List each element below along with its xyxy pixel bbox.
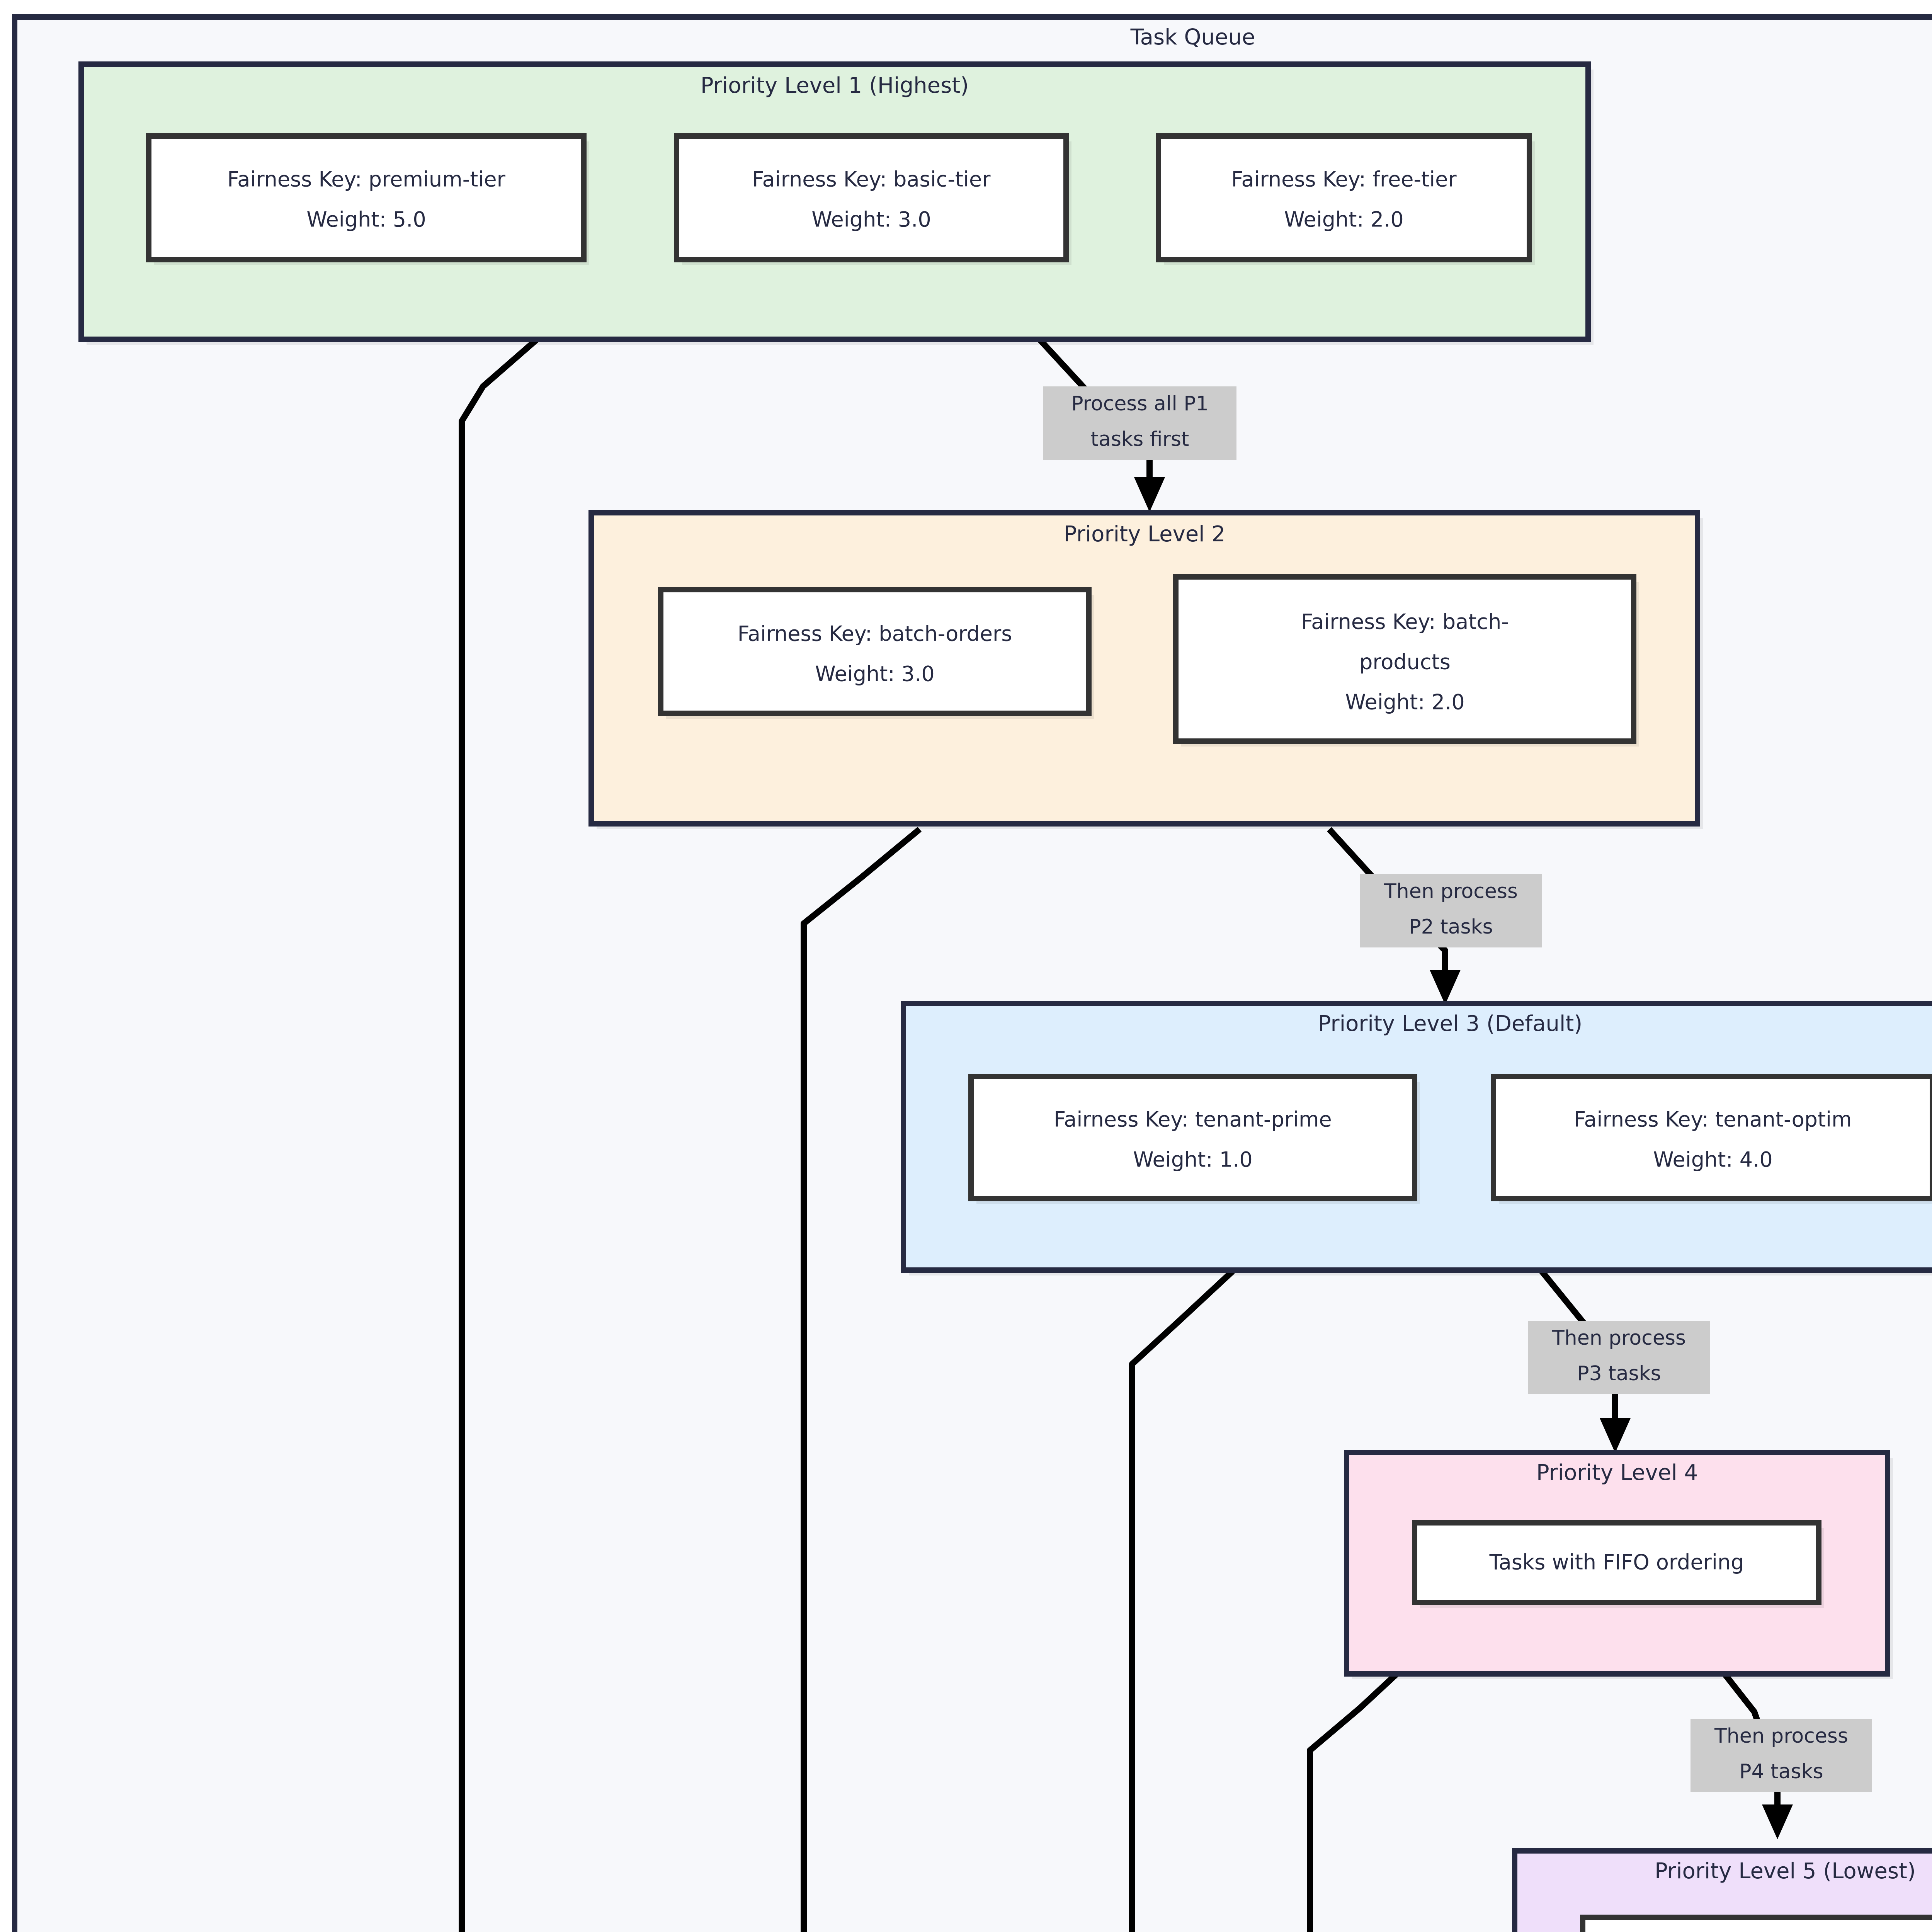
node-p5-fifo-tasks[interactable] [1580, 1915, 1932, 1932]
edge-label-3-line1: Then process [1552, 1327, 1686, 1350]
p2n2-line3: Weight: 2.0 [1345, 690, 1464, 714]
edge-p3-to-p4-arrowhead [1600, 1418, 1631, 1453]
p2n1-line2: Weight: 3.0 [815, 662, 934, 686]
node-p4-fifo-tasks[interactable] [1412, 1520, 1821, 1605]
task-queue-title: Task Queue [1130, 25, 1255, 50]
edge-p2-to-workers [801, 827, 922, 1932]
edge-label-2-bg [1360, 874, 1542, 947]
p2n2-line2: products [1359, 650, 1451, 674]
edge-p2-to-p3-arrowhead [1430, 970, 1461, 1005]
edge-label-1-line1: Process all P1 [1071, 392, 1209, 415]
p1n3-line1: Fairness Key: free-tier [1231, 167, 1457, 192]
p1n2-line1: Fairness Key: basic-tier [752, 167, 991, 192]
edge-label-2-line1: Then process [1384, 880, 1518, 903]
p1-cluster-title: Priority Level 1 (Highest) [701, 73, 969, 98]
edge-p4-to-p5-arrowhead [1762, 1804, 1793, 1839]
node-fairness-batch-orders[interactable] [658, 587, 1092, 716]
edge-label-1-bg [1043, 386, 1236, 460]
p1n2-line2: Weight: 3.0 [811, 207, 931, 232]
p3n2-line1: Fairness Key: tenant-optim [1574, 1107, 1852, 1132]
p4-cluster-title: Priority Level 4 [1536, 1460, 1698, 1485]
p4n1-line1: Tasks with FIFO ordering [1489, 1550, 1744, 1575]
p3n1-line1: Fairness Key: tenant-prime [1054, 1107, 1332, 1132]
node-fairness-free-tier[interactable] [1156, 133, 1532, 262]
p2-cluster-title: Priority Level 2 [1064, 522, 1225, 547]
p3n2-line2: Weight: 4.0 [1653, 1148, 1772, 1172]
p1n1-line1: Fairness Key: premium-tier [227, 167, 505, 192]
edge-label-1-line2: tasks first [1091, 428, 1189, 451]
p1n1-line2: Weight: 5.0 [306, 207, 426, 232]
edge-p1-to-p2-arrowhead [1134, 477, 1165, 512]
edge-label-3-bg [1528, 1321, 1710, 1394]
edge-label-2-line2: P2 tasks [1409, 915, 1493, 939]
node-fairness-tenant-optim[interactable] [1491, 1074, 1932, 1201]
p3n1-line2: Weight: 1.0 [1133, 1148, 1252, 1172]
p2n2-line1: Fairness Key: batch- [1301, 610, 1509, 634]
p2n1-line1: Fairness Key: batch-orders [738, 622, 1012, 646]
p1n3-line2: Weight: 2.0 [1284, 207, 1403, 232]
edge-label-3-line2: P3 tasks [1577, 1362, 1661, 1385]
edge-label-4-bg [1690, 1719, 1872, 1792]
node-fairness-basic-tier[interactable] [674, 133, 1069, 262]
p3-cluster-title: Priority Level 3 (Default) [1318, 1011, 1582, 1036]
edge-label-4-line2: P4 tasks [1739, 1760, 1823, 1783]
node-fairness-batch-products[interactable] [1173, 574, 1636, 744]
edge-label-4-line1: Then process [1714, 1725, 1848, 1748]
node-fairness-premium-tier[interactable] [146, 133, 587, 262]
p5-cluster-title: Priority Level 5 (Lowest) [1655, 1859, 1916, 1884]
node-fairness-tenant-prime[interactable] [968, 1074, 1417, 1201]
